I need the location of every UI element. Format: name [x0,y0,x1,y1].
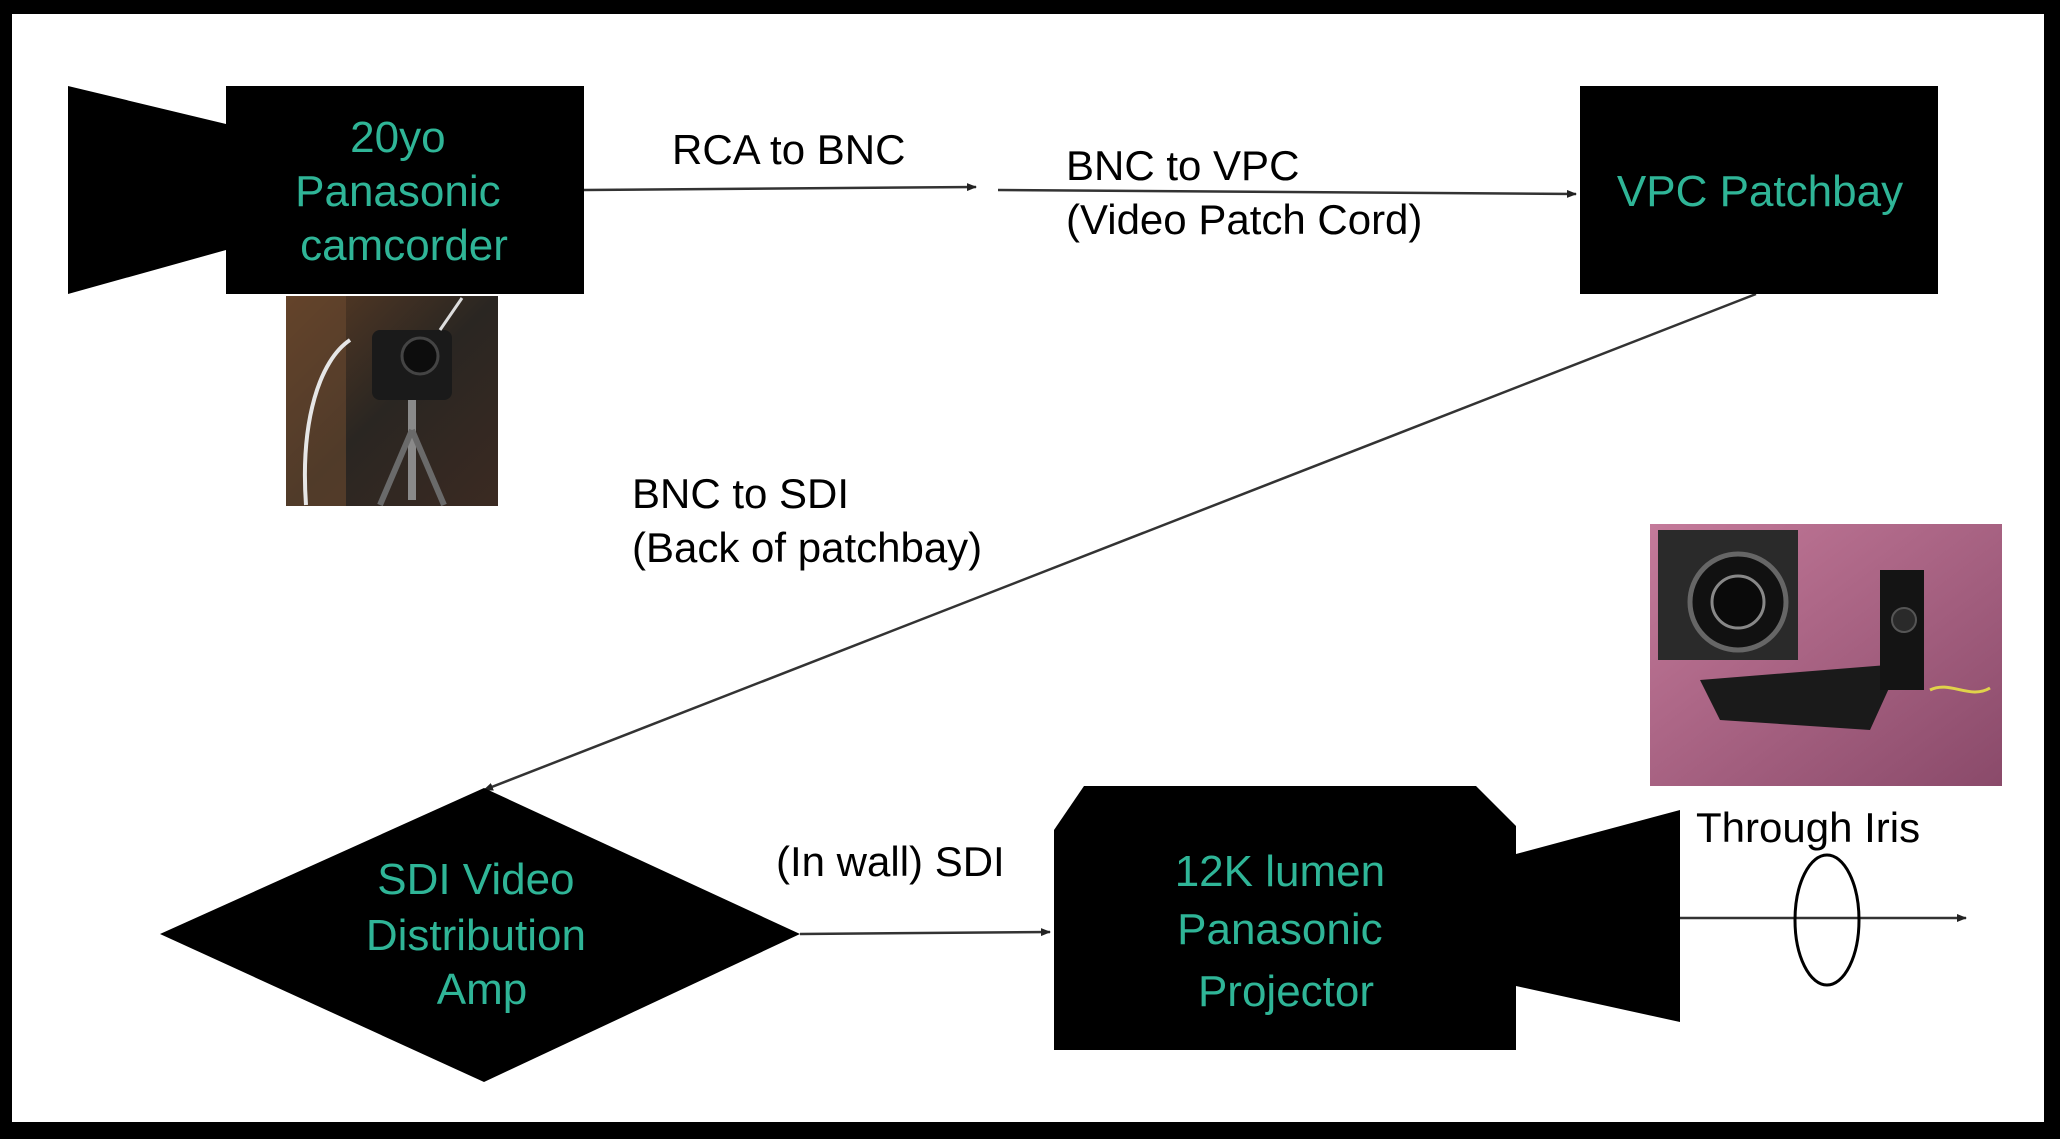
camcorder-photo [286,296,498,507]
connector-patchbay-to-distribution-amp [483,292,1757,792]
distribution-amp-diamond [160,788,800,1082]
camcorder-node: 20yo Panasonic camcorder [68,86,584,294]
projector-node: 12K lumen Panasonic Projector [1054,786,1680,1050]
projector-icon [1516,810,1680,1022]
connector-midpoint-to-patchbay [997,188,1577,198]
connector-camcorder-to-midpoint [583,183,977,192]
patchbay-title: VPC Patchbay [1617,167,1903,216]
label-in-wall-sdi: (In wall) SDI [776,838,1005,885]
label-rca-to-bnc: RCA to BNC [672,126,905,173]
label-bnc-to-sdi: BNC to SDI (Back of patchbay) [632,470,982,571]
camcorder-title: 20yo Panasonic camcorder [295,113,513,270]
patchbay-box [1580,86,1938,294]
label-bnc-to-vpc: BNC to VPC (Video Patch Cord) [1066,142,1422,243]
label-through-iris: Through Iris [1696,804,1920,851]
projector-body [1054,786,1516,1050]
connector-distribution-amp-to-projector [799,928,1051,937]
distribution-amp-title: SDI Video Distribution Amp [366,855,598,1014]
distribution-amp-node: SDI Video Distribution Amp [160,788,800,1082]
patchbay-node: VPC Patchbay [1580,86,1938,294]
projector-title: 12K lumen Panasonic Projector [1175,847,1398,1016]
camcorder-box [226,86,584,294]
video-camera-icon [68,86,226,294]
projector-photo [1650,524,2002,786]
iris-ellipse [1793,853,1861,987]
